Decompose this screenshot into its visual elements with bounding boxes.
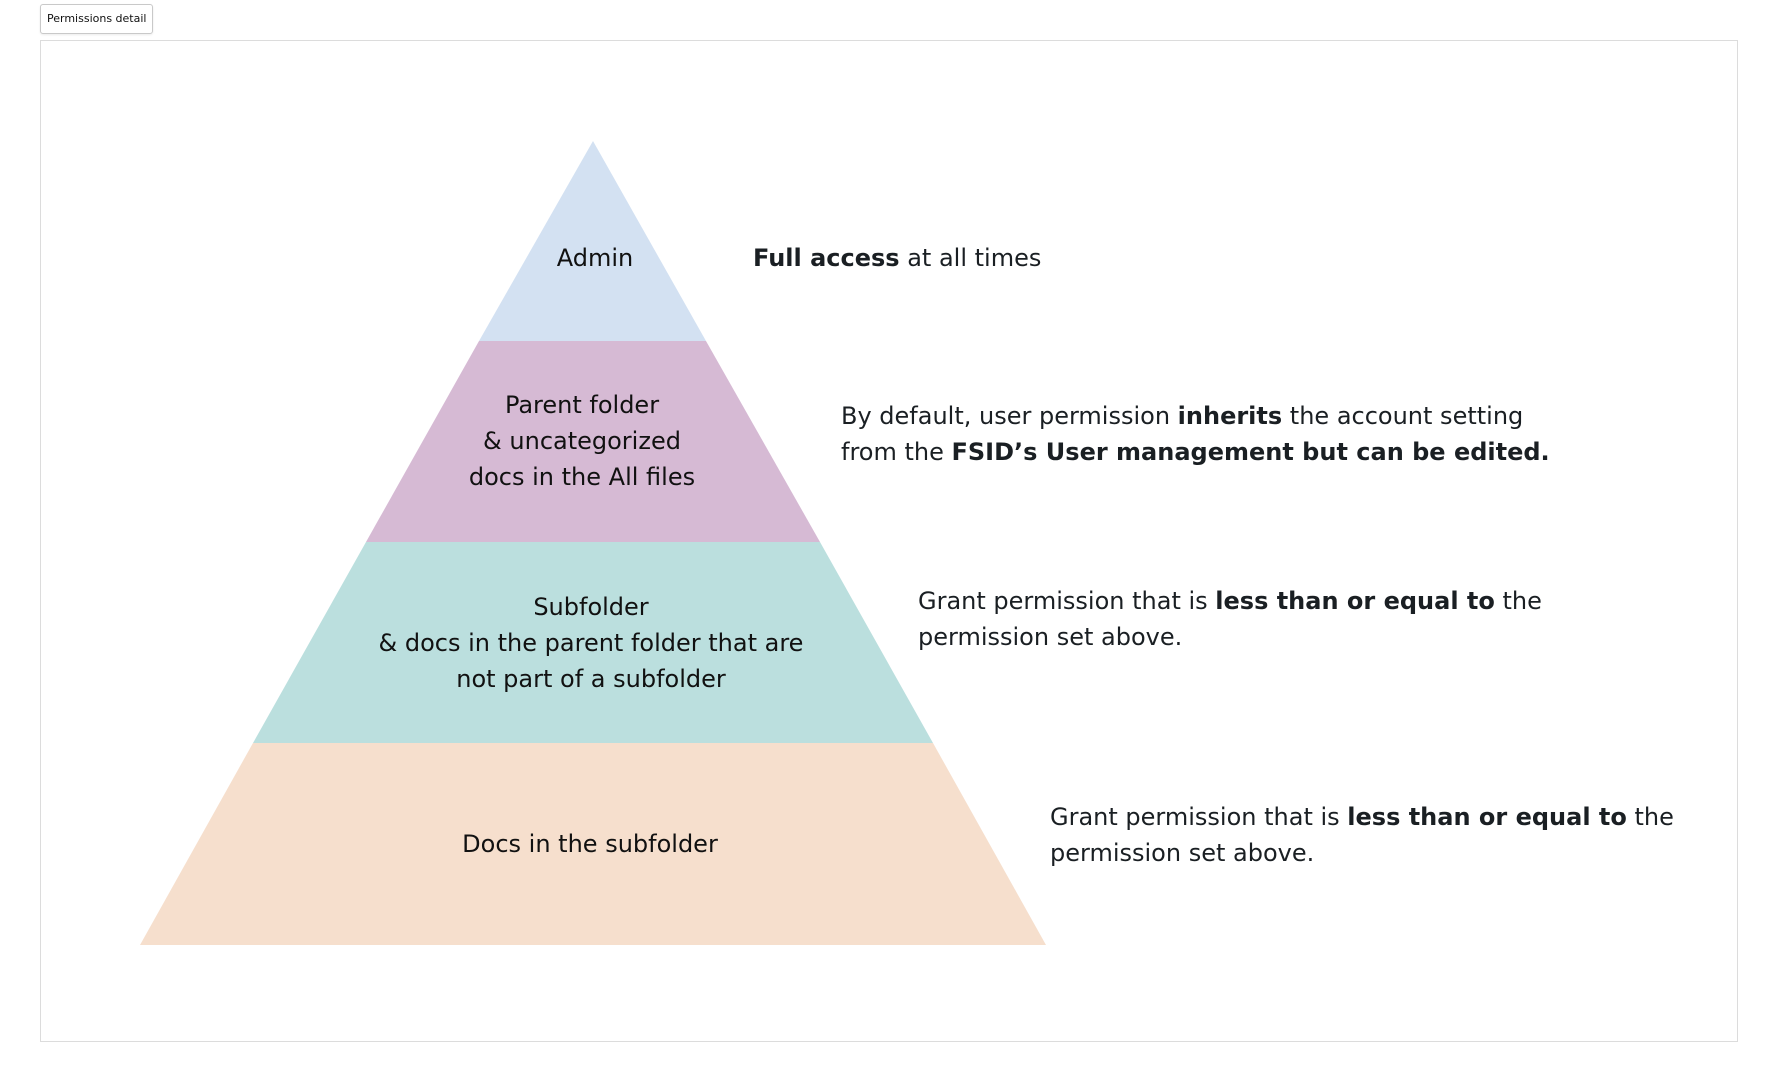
tab-permissions-detail[interactable]: Permissions detail (40, 4, 154, 34)
tier-admin-label: Admin (495, 240, 695, 276)
docs-description-post: the (1626, 803, 1674, 831)
tier-subfolder-label: Subfolder & docs in the parent folder th… (341, 589, 841, 697)
docs-description: Grant permission that is less than or eq… (1050, 799, 1674, 871)
tier-docs-label: Docs in the subfolder (440, 826, 740, 862)
docs-description-bold: less than or equal to (1347, 803, 1627, 831)
tier-docs-shape (140, 743, 1046, 945)
subfolder-description-line-2: permission set above. (918, 623, 1183, 651)
tier-subfolder-line-3: not part of a subfolder (456, 665, 726, 693)
parent-description-line2-pre: from the (841, 438, 952, 466)
subfolder-description: Grant permission that is less than or eq… (918, 583, 1542, 655)
tier-parent-shape (366, 341, 820, 542)
subfolder-description-line-1: Grant permission that is less than or eq… (918, 583, 1542, 619)
parent-description-bold-1: inherits (1177, 402, 1283, 430)
admin-description-bold: Full access (753, 244, 900, 272)
tier-subfolder-shape (253, 542, 933, 743)
tier-parent-line-2: & uncategorized (483, 427, 681, 455)
tier-admin-line: Admin (556, 244, 634, 272)
admin-description: Full access at all times (753, 240, 1041, 276)
tier-parent-line-3: docs in the All files (468, 463, 696, 491)
parent-description-bold-2: FSID’s User management but can be edited… (951, 438, 1550, 466)
parent-description-mid: the account setting (1282, 402, 1524, 430)
subfolder-description-bold: less than or equal to (1215, 587, 1495, 615)
docs-description-line-1: Grant permission that is less than or eq… (1050, 799, 1674, 835)
docs-description-pre: Grant permission that is (1050, 803, 1348, 831)
tier-subfolder-line-2: & docs in the parent folder that are (378, 629, 804, 657)
tier-subfolder-line-1: Subfolder (533, 593, 649, 621)
subfolder-description-pre: Grant permission that is (918, 587, 1216, 615)
tier-admin-shape (479, 141, 706, 341)
parent-description-pre: By default, user permission (841, 402, 1178, 430)
admin-description-rest: at all times (899, 244, 1042, 272)
docs-description-line-2: permission set above. (1050, 839, 1315, 867)
parent-description: By default, user permission inherits the… (841, 398, 1550, 470)
subfolder-description-post: the (1494, 587, 1542, 615)
parent-description-line-2: from the FSID’s User management but can … (841, 434, 1550, 470)
tier-docs-line: Docs in the subfolder (462, 830, 718, 858)
tier-parent-label: Parent folder & uncategorized docs in th… (432, 387, 732, 495)
tier-parent-line-1: Parent folder (504, 391, 660, 419)
parent-description-line-1: By default, user permission inherits the… (841, 398, 1550, 434)
